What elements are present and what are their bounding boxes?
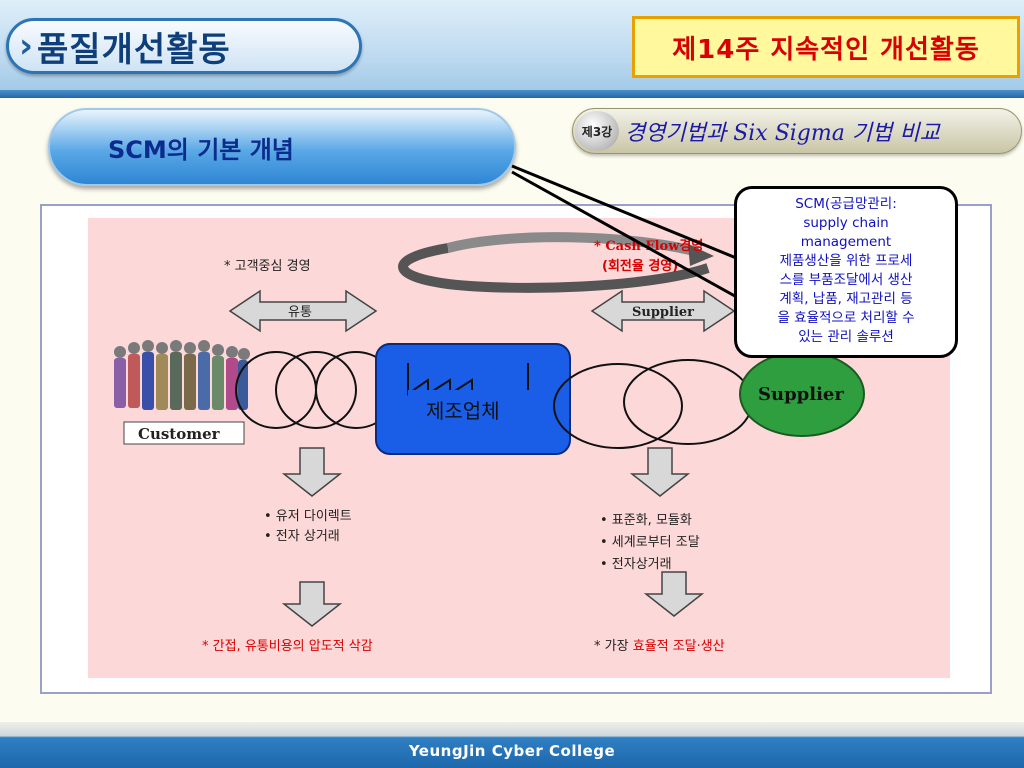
callout-line: 계획, 납품, 재고관리 등: [779, 291, 913, 307]
right-result-prefix: * 가장: [594, 639, 633, 654]
customer-focus-label: * 고객중심 경영: [224, 259, 311, 274]
left-result: * 간접, 유통비용의 압도적 삭감: [202, 639, 373, 654]
right-bullet-3: • 전자상거래: [600, 557, 672, 572]
cashflow-label: * Cash Flow경영: [594, 238, 703, 254]
right-bullet-2: • 세계로부터 조달: [600, 535, 700, 550]
distribution-arrow-icon: [228, 289, 378, 333]
week-text: 제14주 지속적인 개선활동: [672, 34, 980, 65]
factory-label: 제조업체: [426, 399, 500, 423]
callout-line: 스를 부품조달에서 생산: [779, 272, 913, 288]
lecture-pill: 제3강 경영기법과 Six Sigma 기법 비교: [572, 108, 1022, 154]
customer-crowd-icon: [114, 340, 250, 410]
right-result-highlight: 효율적 조달·생산: [633, 639, 725, 654]
page-title-pill: › 품질개선활동: [6, 18, 362, 74]
customer-label: Customer: [138, 425, 221, 443]
footer-bar: [0, 722, 1024, 768]
callout-line: supply chain: [803, 215, 889, 231]
chevron-right-icon: ›: [19, 26, 34, 66]
factory-label-box: [408, 390, 530, 430]
page-title: 품질개선활동: [37, 29, 231, 70]
lecture-badge: 제3강: [575, 111, 619, 151]
week-label: 제14주 지속적인 개선활동: [632, 16, 1020, 78]
chain-links-right: [553, 359, 753, 449]
right-result: * 가장 효율적 조달·생산: [594, 639, 725, 654]
callout-line: management: [800, 234, 892, 250]
down-arrow-icon: [281, 447, 705, 627]
scm-definition-callout: SCM(공급망관리: supply chain management 제품생산을…: [734, 186, 958, 358]
callout-line: 을 효율적으로 처리할 수: [777, 310, 915, 326]
distribution-label: 유통: [288, 305, 312, 320]
section-title: SCM의 기본 개념: [108, 135, 294, 164]
left-bullet-1: • 유저 다이렉트: [264, 509, 352, 524]
supplier-node-label: Supplier: [758, 384, 844, 405]
turnover-label: (회전율 경영): [602, 258, 678, 274]
callout-line: 있는 관리 솔루션: [798, 329, 894, 345]
left-bullet-2: • 전자 상거래: [264, 529, 340, 544]
lecture-title: 경영기법과 Six Sigma 기법 비교: [625, 121, 940, 146]
section-title-pill: SCM의 기본 개념: [48, 108, 516, 186]
customer-label-box: [123, 421, 245, 445]
callout-line: SCM(공급망관리:: [795, 196, 897, 212]
callout-line: 제품생산을 위한 프로세: [779, 253, 913, 269]
supplier-arrow-label: Supplier: [632, 305, 694, 320]
footer-college-name: YeungJin Cyber College: [408, 742, 616, 760]
right-bullet-1: • 표준화, 모듈화: [600, 513, 692, 528]
chain-links-left: [235, 351, 397, 429]
